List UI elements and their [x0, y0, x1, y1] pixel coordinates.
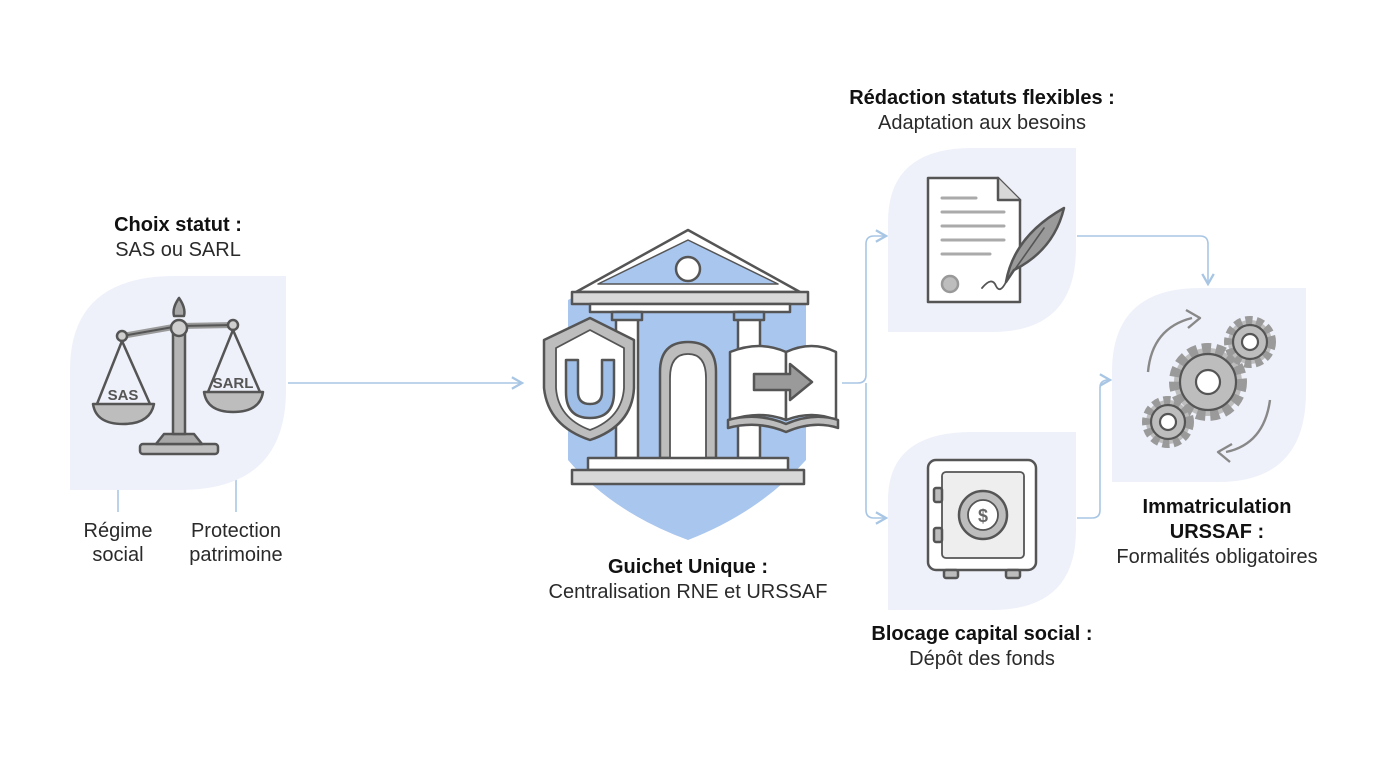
connector-blocage-to-immat [1077, 373, 1113, 519]
shield-icon [542, 316, 636, 442]
label-guichet: Guichet Unique : Centralisation RNE et U… [518, 555, 858, 605]
balance-scale-icon [91, 296, 265, 456]
dollar-icon: $ [978, 506, 988, 526]
note-protection: Protection patrimoine [166, 519, 306, 567]
subtitle-immat: Formalités obligatoires [1116, 546, 1318, 568]
subtitle-blocage: Dépôt des fonds [909, 648, 1055, 670]
step-redaction [888, 148, 1076, 332]
title-redaction: Rédaction statuts flexibles : [849, 87, 1115, 109]
label-choix: Choix statut : SAS ou SARL [78, 213, 278, 263]
connector-redaction-to-immat [1077, 235, 1215, 287]
note-regime: Régime social [58, 519, 178, 567]
step-immat [1112, 288, 1306, 482]
label-redaction: Rédaction statuts flexibles : Adaptation… [822, 86, 1142, 136]
subtitle-guichet: Centralisation RNE et URSSAF [548, 581, 828, 603]
title-choix: Choix statut : [114, 214, 242, 236]
label-blocage: Blocage capital social : Dépôt des fonds [852, 622, 1112, 672]
document-quill-icon [926, 176, 1066, 304]
title-immat-line2: URSSAF : [1169, 521, 1265, 543]
pan-label-sas: SAS [108, 387, 139, 404]
step-guichet [542, 228, 840, 540]
pan-label-sarl: SARL [213, 375, 254, 392]
safe-icon [926, 458, 1038, 580]
scale-pan-right [202, 390, 265, 414]
title-guichet: Guichet Unique : [608, 556, 768, 578]
subtitle-redaction: Adaptation aux besoins [878, 112, 1086, 134]
title-immat-line1: Immatriculation [1142, 496, 1292, 518]
subtitle-choix: SAS ou SARL [115, 239, 241, 261]
open-book-icon [726, 344, 840, 434]
connector-guichet-to-redaction [842, 229, 889, 384]
step-blocage: $ [888, 432, 1076, 610]
label-immat: Immatriculation URSSAF : Formalités obli… [1092, 495, 1342, 570]
note-regime-line1: Régime [83, 520, 153, 542]
scale-pan-left [91, 402, 156, 426]
title-blocage: Blocage capital social : [871, 623, 1093, 645]
step-choix: SAS SARL [70, 276, 286, 490]
connector-guichet-to-blocage [865, 383, 889, 525]
note-protection-line2: patrimoine [189, 544, 283, 566]
gears-icon [1142, 308, 1276, 463]
note-protection-line1: Protection [190, 520, 282, 542]
note-regime-line2: social [92, 544, 144, 566]
